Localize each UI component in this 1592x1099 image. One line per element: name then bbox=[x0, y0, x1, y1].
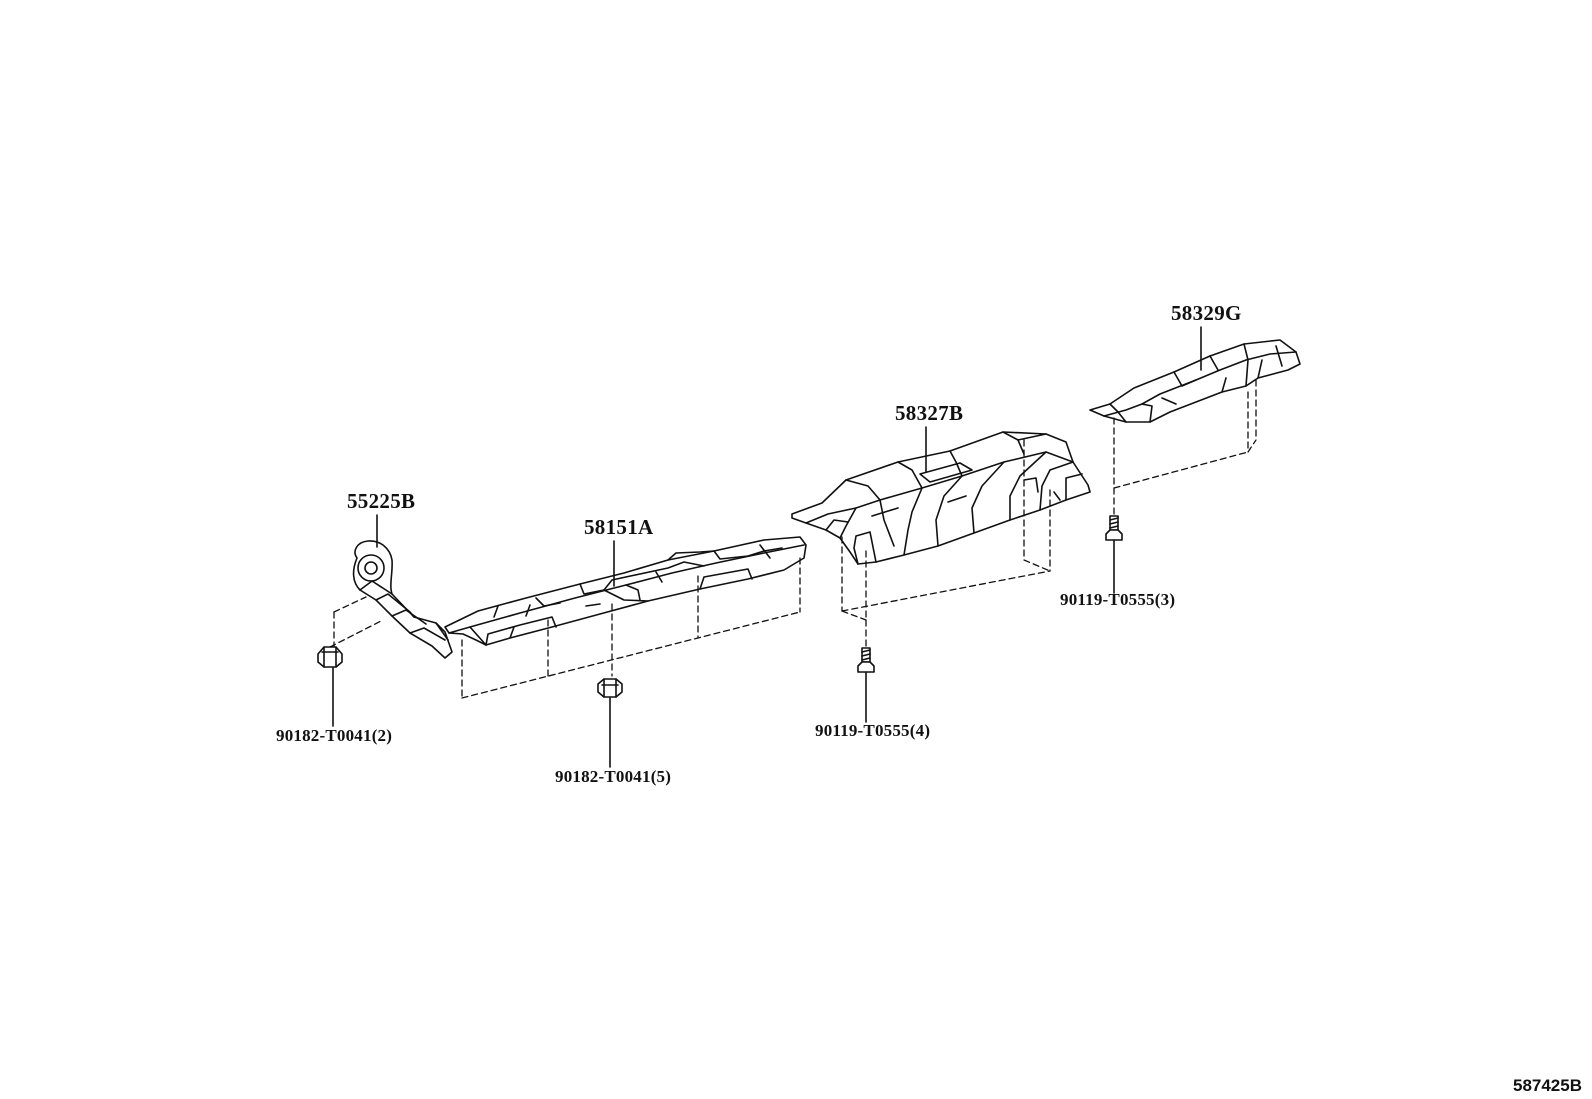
leader-lines bbox=[333, 327, 1201, 767]
part-label-55225B: 55225B bbox=[347, 489, 416, 513]
assembly-dashed-lines bbox=[330, 380, 1256, 698]
fastener-label-90119-a: 90119-T0555(4) bbox=[815, 721, 931, 740]
bolt-90119-icon-b bbox=[1106, 515, 1122, 540]
part-label-58329G: 58329G bbox=[1171, 301, 1242, 325]
diagram-id: 587425B bbox=[1512, 1076, 1582, 1095]
part-label-58327B: 58327B bbox=[895, 401, 964, 425]
heat-shield-58151A-shape bbox=[445, 537, 806, 645]
nut-90182-icon-b bbox=[598, 679, 622, 697]
part-label-58151A: 58151A bbox=[584, 515, 654, 539]
bolt-90119-icon-a bbox=[858, 647, 874, 672]
heat-shield-58329G-shape bbox=[1090, 340, 1300, 422]
fastener-label-90182-a: 90182-T0041(2) bbox=[276, 726, 393, 745]
fastener-label-90182-b: 90182-T0041(5) bbox=[555, 767, 672, 786]
fastener-label-90119-b: 90119-T0555(3) bbox=[1060, 590, 1176, 609]
nut-90182-icon-a bbox=[318, 647, 342, 667]
bracket-55225B-shape bbox=[354, 541, 452, 658]
heat-shield-58327B-shape bbox=[792, 432, 1090, 564]
